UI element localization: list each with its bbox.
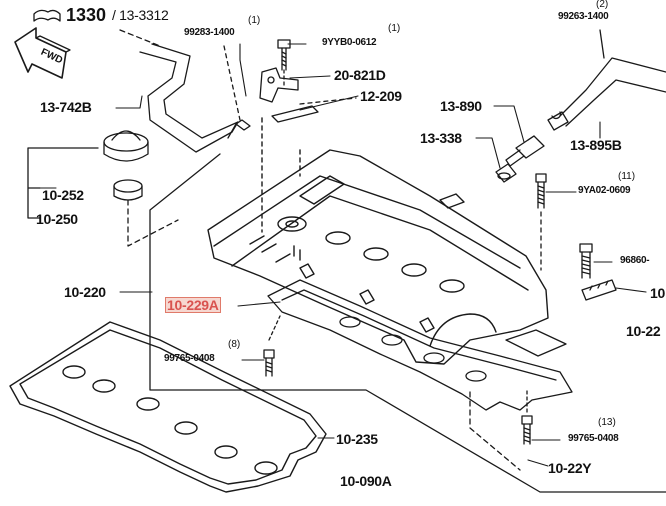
qty-label: (1) [248, 15, 261, 26]
leader-lines [39, 43, 647, 467]
pcv-hose [547, 29, 666, 131]
hose-dash-line [119, 29, 161, 47]
part-label-9ya02-0609: 9YA02-0609 [578, 185, 631, 196]
part-label-10-090a: 10-090A [340, 473, 392, 489]
part-label-99283-1400: 99283-1400 [184, 27, 235, 38]
pcv-valve [505, 135, 545, 167]
part-label-10-22y: 10-22Y [548, 460, 592, 476]
valve-cover [207, 117, 549, 365]
part-label-96860: 96860- [620, 255, 650, 266]
reference-number: 1330 [66, 5, 107, 25]
part-label-10-250: 10-250 [36, 211, 78, 227]
hose-clip [223, 45, 251, 131]
bolt-right [521, 389, 533, 445]
qty-label: (11) [618, 171, 636, 182]
part-label-13-895b: 13-895B [570, 137, 622, 153]
part-label-10-235: 10-235 [336, 431, 378, 447]
bolt [277, 39, 291, 89]
grommet [495, 163, 517, 183]
part-label-12-209: 12-209 [360, 88, 402, 104]
assembly-frame [149, 153, 666, 493]
part-label-99765-0408-right: 99765-0408 [568, 433, 619, 444]
leader-10-250 [27, 147, 99, 219]
forward-arrow-icon [14, 27, 71, 79]
bolt-left [263, 315, 281, 377]
breather-hose [139, 43, 239, 153]
gasket-strip [271, 97, 357, 123]
reference-book-icon [33, 9, 61, 22]
part-label-10-right: 10 [650, 285, 665, 301]
qty-label: (8) [228, 339, 241, 350]
head-cover-gasket [267, 279, 573, 471]
qty-label: (13) [598, 417, 616, 428]
part-label-10-252: 10-252 [42, 187, 84, 203]
part-label-10-220: 10-220 [64, 284, 106, 300]
bolt-upper-right [535, 173, 547, 271]
bolt-far-right [579, 243, 593, 279]
bracket [259, 67, 299, 103]
reference-subnumber: / 13-3312 [112, 7, 169, 23]
part-label-10-229a-highlighted[interactable]: 10-229A [165, 297, 221, 313]
qty-label: (1) [388, 23, 401, 34]
part-label-10-22-right: 10-22 [626, 323, 661, 339]
plate-bracket [581, 279, 617, 301]
qty-label: (2) [596, 0, 609, 10]
part-label-13-338: 13-338 [420, 130, 462, 146]
part-label-9yyb0-0612: 9YYB0-0612 [322, 37, 377, 48]
outer-gasket [9, 321, 327, 493]
part-label-99765-0408-left: 99765-0408 [164, 353, 215, 364]
filler-cap [103, 130, 179, 247]
part-label-13-742b: 13-742B [40, 99, 92, 115]
part-label-99263-1400: 99263-1400 [558, 11, 609, 22]
part-label-20-821d: 20-821D [334, 67, 386, 83]
part-label-13-890: 13-890 [440, 98, 482, 114]
